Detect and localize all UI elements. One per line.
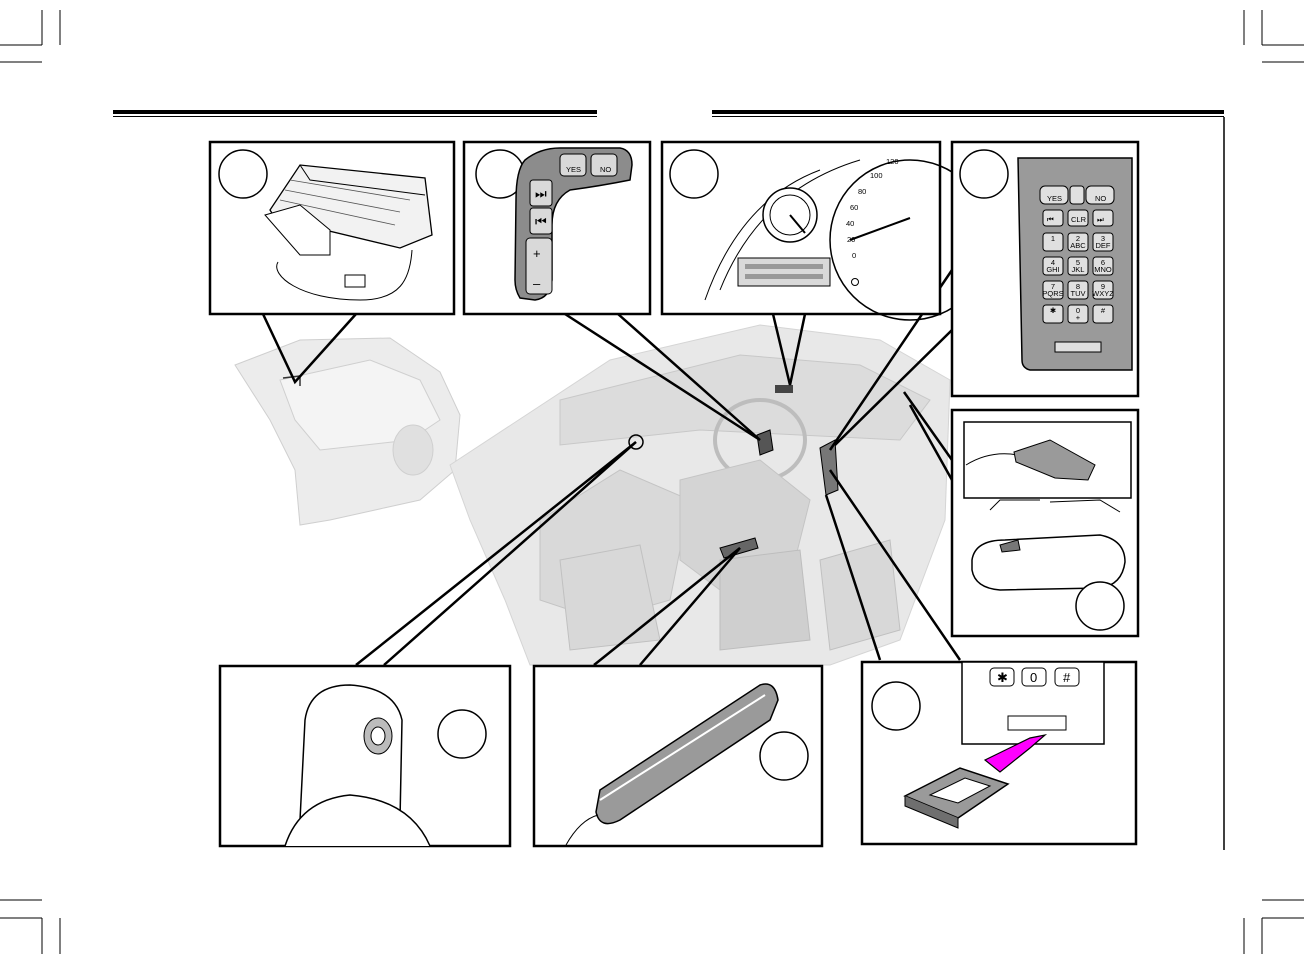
keypad-key-number: 4 <box>1051 258 1055 267</box>
svg-text:100: 100 <box>870 171 883 180</box>
keypad-clr-label: CLR <box>1071 215 1087 224</box>
volume-minus-label: – <box>533 276 541 291</box>
panel-rear-module <box>208 140 456 316</box>
yes-button-label: YES <box>566 165 581 174</box>
svg-text:120: 120 <box>886 157 899 166</box>
keypad-key-number: 3 <box>1101 234 1105 243</box>
panel-headrest-speaker <box>218 664 512 848</box>
panel-handset <box>532 664 824 848</box>
car-interior <box>449 324 951 666</box>
keypad-key <box>1092 256 1114 276</box>
volume-plus-label: + <box>533 246 541 261</box>
callout-circle <box>1075 581 1125 631</box>
callout-circle <box>437 709 487 759</box>
callout-circle <box>669 149 719 199</box>
keypad-key-number: 5 <box>1076 258 1080 267</box>
keypad-key-letters: PQRS <box>1042 289 1063 298</box>
callout-circle <box>959 149 1009 199</box>
keypad-key <box>1042 280 1064 300</box>
keypad-key-letters: MNO <box>1094 265 1112 274</box>
svg-text:✱: ✱ <box>997 670 1008 685</box>
keypad-key-letters: WXYZ <box>1092 289 1114 298</box>
callout-circle <box>218 149 268 199</box>
keypad-key-number: 2 <box>1076 234 1080 243</box>
header-rules <box>113 110 1225 850</box>
keypad-key <box>1092 232 1114 252</box>
keypad-key-number: # <box>1101 306 1106 315</box>
keypad-key-letters: ABC <box>1070 241 1086 250</box>
next-track-icon: ⏭ <box>535 186 547 201</box>
svg-text:0: 0 <box>1030 670 1037 685</box>
prev-track-icon: ⏮ <box>535 214 547 229</box>
no-button-label: NO <box>600 165 611 174</box>
crop-marks <box>0 10 1304 954</box>
svg-text:60: 60 <box>850 203 858 212</box>
keypad-key-number: 0 <box>1076 306 1080 315</box>
svg-text:⏮: ⏮ <box>1047 215 1054 224</box>
svg-text:80: 80 <box>858 187 866 196</box>
keypad-key-letters: DEF <box>1096 241 1111 250</box>
panel-steering-buttons: YES NO ⏭ ⏮ + – <box>462 140 652 316</box>
panel-instrument-cluster: 120 100 80 60 40 20 0 <box>660 140 991 321</box>
car-rear-view <box>234 337 461 526</box>
keypad-key <box>1067 304 1089 324</box>
keypad-key <box>1042 256 1064 276</box>
keypad-key-letters: GHI <box>1046 265 1059 274</box>
panel-mirror-microphone <box>950 408 1140 638</box>
keypad-key-number: 9 <box>1101 282 1105 291</box>
keypad-key-number: 1 <box>1051 234 1055 243</box>
keypad-key-number: 6 <box>1101 258 1105 267</box>
sim-keys: ✱ 0 # <box>989 667 1080 687</box>
callout-circle <box>871 681 921 731</box>
keypad-key-letters: JKL <box>1072 265 1085 274</box>
svg-text:⏭: ⏭ <box>1097 215 1104 224</box>
svg-text:20: 20 <box>847 235 855 244</box>
keypad-key <box>1067 256 1089 276</box>
keypad-key <box>1042 232 1064 252</box>
keypad-key-letters: + <box>1076 313 1081 322</box>
keypad-key-letters: TUV <box>1071 289 1086 298</box>
keypad-key <box>1067 280 1089 300</box>
panel-sim-card: ✱ 0 # <box>860 660 1138 846</box>
keypad-no-label: NO <box>1095 194 1106 203</box>
keypad-key <box>1092 280 1114 300</box>
keypad-key <box>1067 232 1089 252</box>
keypad-key-number: 7 <box>1051 282 1055 291</box>
callout-circle <box>759 731 809 781</box>
keypad-key-number: ✱ <box>1050 306 1057 315</box>
svg-text:40: 40 <box>846 219 854 228</box>
keypad-key <box>1042 304 1064 324</box>
keypad-key <box>1092 304 1114 324</box>
keypad-yes-label: YES <box>1047 194 1062 203</box>
keypad-key-number: 8 <box>1076 282 1080 291</box>
speedometer-ticks: 120 100 80 60 40 20 0 <box>846 157 899 260</box>
svg-text:0: 0 <box>852 251 856 260</box>
svg-text:#: # <box>1063 670 1071 685</box>
insert-arrow-icon <box>983 733 1048 773</box>
